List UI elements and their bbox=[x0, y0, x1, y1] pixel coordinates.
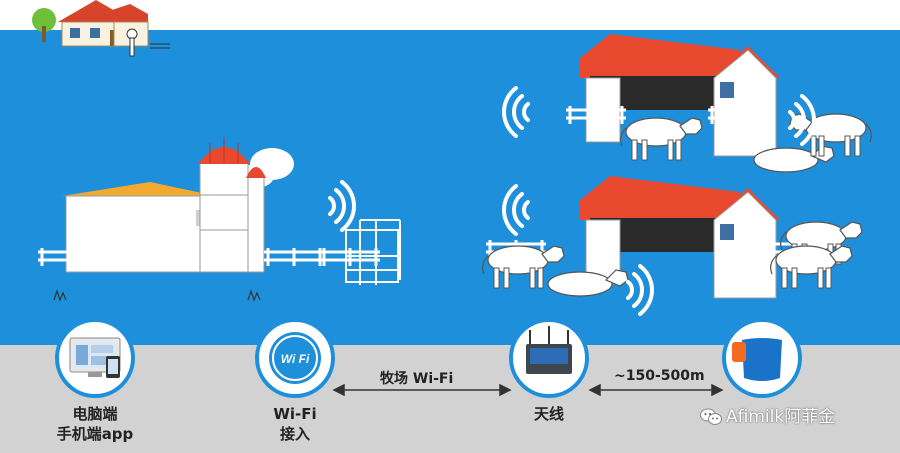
pc-label: 电脑端 手机端app bbox=[45, 404, 145, 444]
watermark: Afimilk阿菲金 bbox=[700, 402, 835, 427]
node-wifi: Wi Fi bbox=[255, 318, 335, 398]
farmhouse bbox=[32, 0, 170, 57]
milking-gate bbox=[345, 219, 401, 285]
arrow-antenna-sensor bbox=[588, 383, 724, 397]
wifi-label-line1: Wi-Fi bbox=[273, 405, 317, 423]
white-top-band bbox=[0, 0, 900, 30]
range-link-label: ~150-500m bbox=[614, 368, 705, 384]
antenna-label: 天线 bbox=[533, 405, 564, 423]
watermark-text: Afimilk阿菲金 bbox=[726, 407, 836, 427]
wechat-icon bbox=[700, 408, 722, 426]
ranch-wifi-link-label: 牧场 Wi-Fi bbox=[380, 371, 454, 387]
wifi-label: Wi-Fi 接入 bbox=[255, 404, 335, 444]
node-antenna bbox=[509, 318, 589, 398]
wifi-logo-text: Wi Fi bbox=[281, 352, 310, 366]
wifi-label-line2: 接入 bbox=[279, 425, 310, 443]
pc-label-line2: 手机端app bbox=[56, 425, 134, 443]
pc-label-line1: 电脑端 bbox=[72, 405, 118, 423]
arrow-wifi-antenna bbox=[332, 383, 512, 397]
node-sensor bbox=[722, 318, 802, 398]
node-pc bbox=[55, 318, 135, 398]
